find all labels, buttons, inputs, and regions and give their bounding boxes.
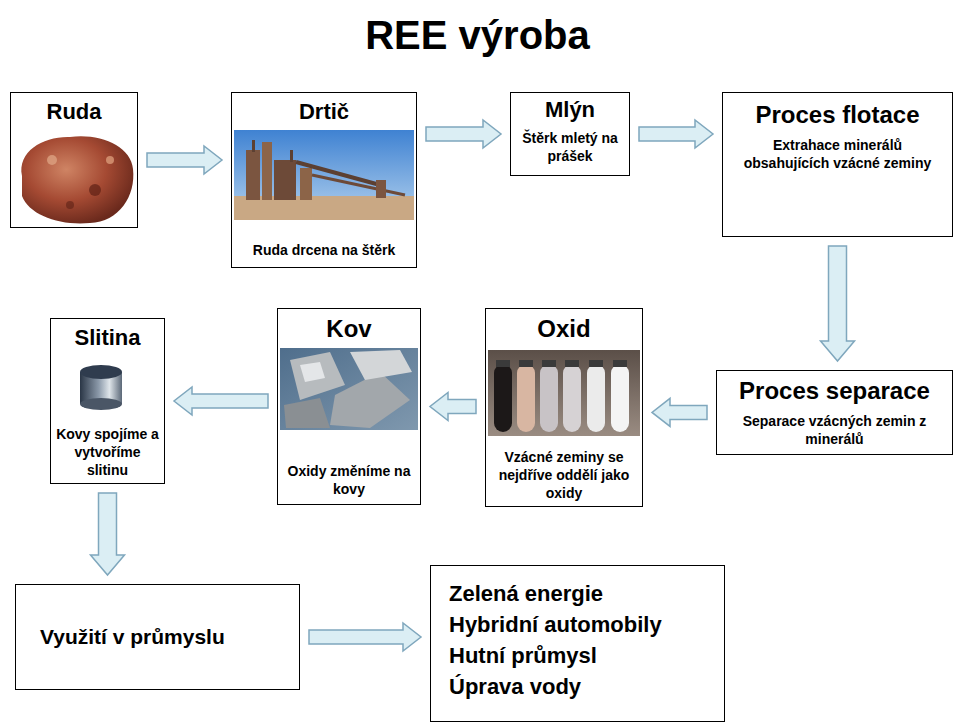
box-heading: Slitina	[55, 325, 160, 351]
process-box: OxidVzácné zeminy se nejdříve oddělí jak…	[485, 308, 643, 507]
box-text: Separace vzácných zemin z minerálů	[723, 412, 946, 448]
box-heading: Oxid	[492, 315, 636, 344]
box-heading: Kov	[284, 315, 414, 344]
box-heading: Drtič	[238, 99, 410, 125]
block-arrow	[821, 246, 855, 361]
block-arrow	[174, 387, 268, 415]
oxide-vials-photo	[488, 350, 640, 436]
list-item: Úprava vody	[449, 671, 710, 702]
block-arrow	[147, 146, 222, 174]
list-item: Hutní průmysl	[449, 640, 710, 671]
process-box: SlitinaKovy spojíme a vytvoříme slitinu	[50, 318, 165, 484]
box-text: Extrahace minerálů obsahujících vzácné z…	[731, 136, 944, 172]
block-arrow	[639, 120, 713, 148]
box-text: Kovy spojíme a vytvoříme slitinu	[55, 425, 160, 479]
box-heading: Proces flotace	[731, 101, 944, 130]
block-arrow	[309, 623, 421, 651]
crusher-photo	[234, 130, 414, 220]
box-heading: Ruda	[17, 99, 131, 125]
box-text: Ruda drcena na štěrk	[238, 241, 410, 259]
box-text: Vzácné zeminy se nejdříve oddělí jako ox…	[492, 448, 636, 502]
block-arrow	[652, 398, 707, 426]
alloy-cylinder	[80, 365, 122, 410]
list-item: Zelená energie	[449, 578, 710, 609]
list-item: Hybridní automobily	[449, 609, 710, 640]
block-arrow	[430, 393, 476, 421]
process-box: KovOxidy změníme na kovy	[277, 308, 421, 505]
ore-photo	[21, 136, 133, 223]
process-box: MlýnŠtěrk mletý na prášek	[510, 92, 630, 176]
box-heading: Mlýn	[517, 97, 623, 123]
metal-photo	[280, 348, 418, 430]
process-box: DrtičRuda drcena na štěrk	[231, 92, 417, 268]
box-text: Oxidy změníme na kovy	[284, 462, 414, 498]
process-box: Využití v průmyslu	[15, 584, 300, 690]
box-heading: Využití v průmyslu	[40, 624, 289, 649]
process-box: Zelená energieHybridní automobilyHutní p…	[430, 565, 725, 722]
diagram-title: REE výroba	[0, 10, 955, 60]
block-arrow	[426, 120, 501, 148]
block-arrow	[91, 493, 125, 575]
box-heading: Proces separace	[723, 377, 946, 406]
process-box: Proces separaceSeparace vzácných zemin z…	[716, 370, 953, 455]
process-box: Proces flotaceExtrahace minerálů obsahuj…	[722, 92, 953, 237]
process-box: Ruda	[10, 92, 138, 228]
box-text: Štěrk mletý na prášek	[517, 129, 623, 165]
